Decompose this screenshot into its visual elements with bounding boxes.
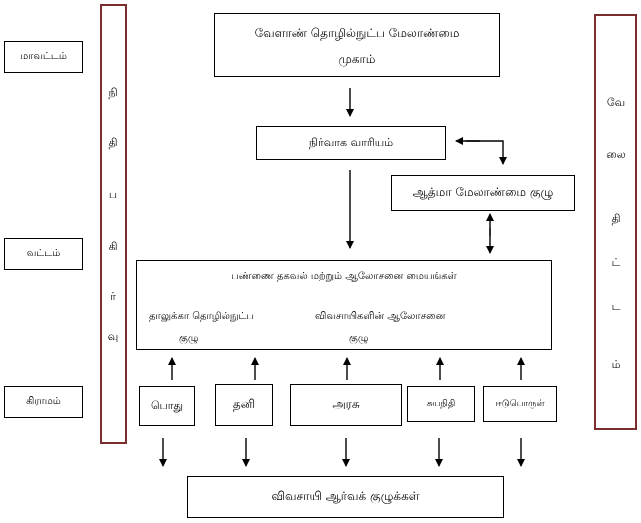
funding-flow-char: வு xyxy=(107,330,119,343)
atma-committee-label: ஆத்மா மேலாண்மை குழு xyxy=(412,185,554,199)
level-block-box: வட்டம் xyxy=(4,238,83,270)
taluk-team-line1: தாலுக்கா தொழில்நுட்ப xyxy=(149,311,254,322)
work-plan-char: வே xyxy=(606,96,626,109)
level-village-label: கிராமம் xyxy=(26,396,61,407)
work-plan-char: தி xyxy=(611,212,621,225)
level-district-box: மாவட்டம் xyxy=(4,41,83,73)
funding-flow-char: நி xyxy=(108,86,118,99)
atma-agency-line1: வேளாண் தொழில்நுட்ப மேலாண்மை xyxy=(254,26,460,40)
arrow-committee-link xyxy=(466,140,507,165)
source-government-box: அரசு xyxy=(290,384,402,426)
farm-centre-box: பண்ணை தகவல் மற்றும் ஆலோசனை மையங்கள் தாலு… xyxy=(136,260,552,350)
funding-flow-char: தி xyxy=(108,136,118,149)
farmer-advisory-line1: விவசாயிகளின் ஆலோசனை xyxy=(315,311,446,322)
source-public-box: பொது xyxy=(139,386,195,426)
farm-centre-title: பண்ணை தகவல் மற்றும் ஆலோசனை மையங்கள் xyxy=(231,271,457,282)
level-block-label: வட்டம் xyxy=(26,248,61,259)
source-private-label: தனி xyxy=(232,397,256,411)
work-plan-bar xyxy=(594,14,637,430)
work-plan-char: ட xyxy=(611,300,621,313)
level-village-box: கிராமம் xyxy=(4,386,83,418)
source-inputs-label: ஈடுபொருள் xyxy=(495,398,545,409)
farmer-groups-box: விவசாயி ஆர்வக் குழுக்கள் xyxy=(187,476,504,518)
level-district-label: மாவட்டம் xyxy=(20,51,67,62)
funding-flow-char: ப xyxy=(108,188,118,201)
atma-agency-line2: முகாம் xyxy=(338,52,376,66)
source-public-label: பொது xyxy=(150,398,184,412)
atma-agency-box: வேளாண் தொழில்நுட்ப மேலாண்மை முகாம் xyxy=(214,13,500,77)
funding-flow-bar xyxy=(100,4,127,444)
source-private-box: தனி xyxy=(215,384,273,426)
atma-committee-box: ஆத்மா மேலாண்மை குழு xyxy=(391,175,575,211)
farmer-groups-label: விவசாயி ஆர்வக் குழுக்கள் xyxy=(271,489,420,503)
work-plan-char: ட் xyxy=(611,256,621,269)
work-plan-char: ம் xyxy=(611,358,621,371)
governing-board-box: நிர்வாக வாரியம் xyxy=(256,126,446,160)
source-selffunded-box: சுயநிதி xyxy=(407,386,475,422)
funding-flow-char: ர் xyxy=(110,290,116,303)
source-selffunded-label: சுயநிதி xyxy=(426,398,456,409)
governing-board-label: நிர்வாக வாரியம் xyxy=(308,135,394,149)
farmer-advisory-line2: குழு xyxy=(349,333,369,344)
source-government-label: அரசு xyxy=(332,397,360,411)
funding-flow-char: கி xyxy=(108,240,118,253)
source-inputs-box: ஈடுபொருள் xyxy=(483,386,557,422)
work-plan-char: லை xyxy=(606,148,626,161)
taluk-team-line2: குழு xyxy=(179,333,199,344)
